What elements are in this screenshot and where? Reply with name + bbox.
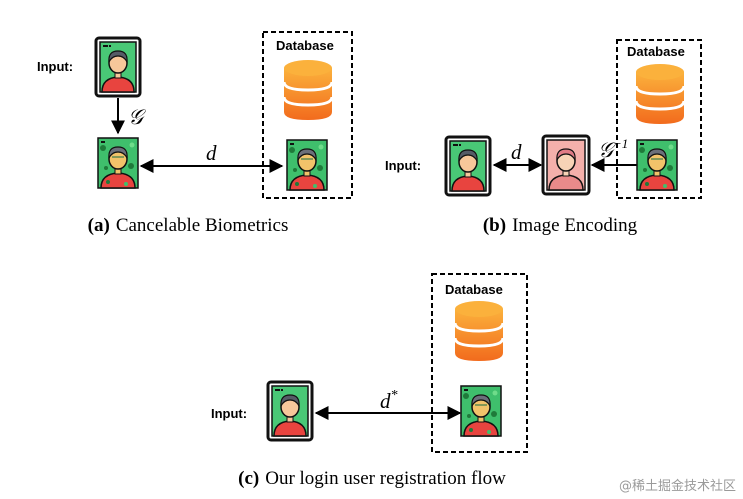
panel-c-database-label: Database xyxy=(445,282,503,297)
panel-c: Input: d* Database (c) Our login user reg… xyxy=(211,273,528,489)
panel-a: Input: 𝒢 d Database (a) Cancelable Biomet… xyxy=(37,31,353,236)
panel-b-caption-tag: (b) xyxy=(483,215,506,236)
panel-a-caption-text: Cancelable Biometrics xyxy=(116,215,289,236)
panel-c-stored-portrait-icon xyxy=(460,385,502,437)
panel-b-caption-text: Image Encoding xyxy=(512,215,638,236)
panel-a-caption-tag: (a) xyxy=(88,215,110,236)
panel-c-caption: (c) Our login user registration flow xyxy=(238,468,506,489)
panel-c-caption-text: Our login user registration flow xyxy=(265,468,506,489)
panel-b-stored-portrait-icon xyxy=(636,139,678,191)
panel-a-input-portrait-icon xyxy=(94,36,142,98)
panel-a-distance-symbol: d xyxy=(206,141,217,165)
panel-b-distance-symbol: d xyxy=(511,140,522,164)
panel-c-input-portrait-icon xyxy=(266,380,314,442)
panel-c-distance-symbol: d xyxy=(380,389,391,413)
panel-c-input-label: Input: xyxy=(211,406,247,421)
panel-a-database-icon xyxy=(282,58,334,122)
panel-c-database-icon xyxy=(453,299,505,363)
panel-b-database-label: Database xyxy=(627,44,685,59)
panel-c-distance-label: d* xyxy=(380,388,398,413)
panel-a-input-label: Input: xyxy=(37,59,73,74)
panel-c-distance-superscript: * xyxy=(391,388,398,403)
panel-a-database-label: Database xyxy=(276,38,334,53)
panel-b-inverse-label: 𝒢−1 xyxy=(598,136,628,162)
panel-a-stored-portrait-icon xyxy=(286,139,328,191)
panel-c-caption-tag: (c) xyxy=(238,468,259,489)
panel-a-template-portrait-icon xyxy=(97,137,139,189)
panel-b-database-box xyxy=(616,39,702,199)
panel-b-database-icon xyxy=(634,62,686,126)
panel-b-input-label: Input: xyxy=(385,158,421,173)
panel-b-caption: (b) Image Encoding xyxy=(483,215,638,236)
watermark: @稀土掘金技术社区 xyxy=(619,478,736,494)
panel-a-transform-symbol: 𝒢 xyxy=(128,105,146,129)
panel-a-database-box xyxy=(262,31,353,199)
panel-b-inverse-symbol: 𝒢 xyxy=(598,138,616,162)
panel-c-database-box xyxy=(431,273,528,453)
panel-b-inverse-exponent: −1 xyxy=(613,136,628,151)
panel-a-caption: (a) Cancelable Biometrics xyxy=(88,215,289,236)
panel-b-input-portrait-icon xyxy=(444,135,492,197)
panel-b: Input: d 𝒢−1 Database (b) Image Encoding xyxy=(385,39,702,236)
panel-b-encoded-portrait-icon xyxy=(541,134,591,196)
